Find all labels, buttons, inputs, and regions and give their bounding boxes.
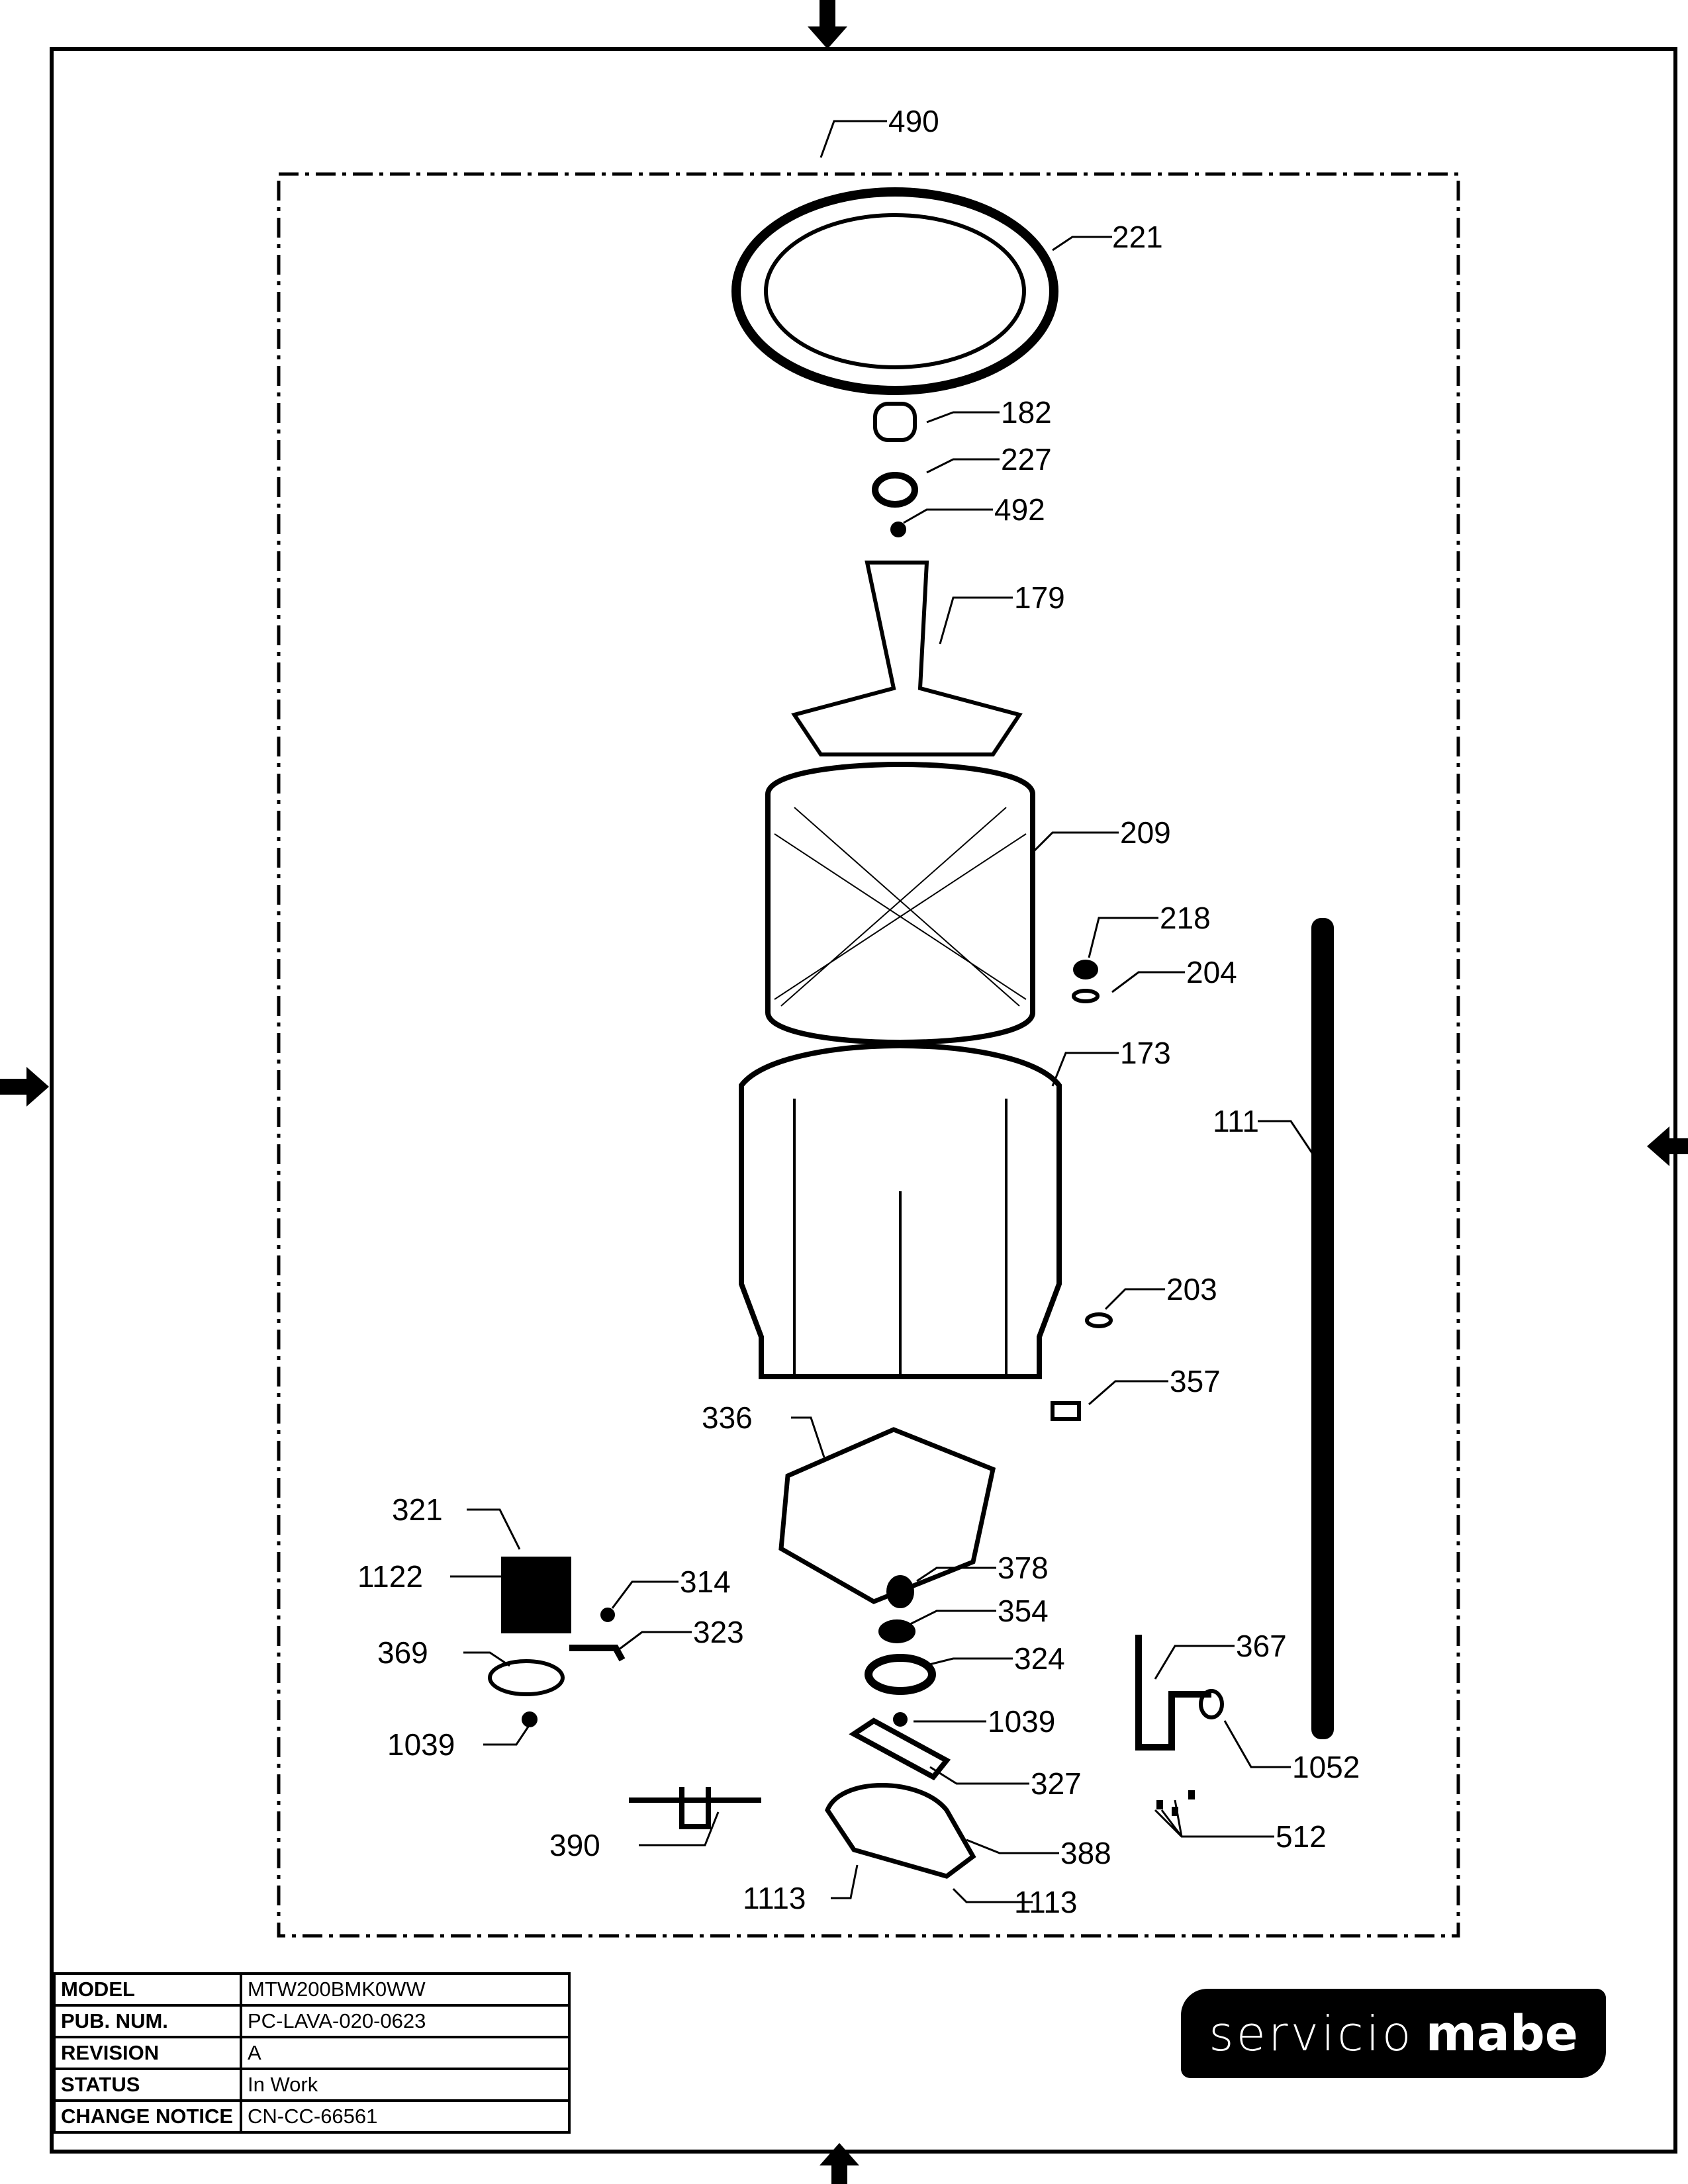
callout-179: 179 bbox=[1014, 580, 1065, 615]
callout-490: 490 bbox=[888, 104, 939, 138]
outer-border bbox=[50, 47, 1677, 2154]
callout-218: 218 bbox=[1160, 901, 1211, 935]
pub-num-value: PC-LAVA-020-0623 bbox=[240, 2004, 571, 2038]
callout-1113-right: 1113 bbox=[1014, 1885, 1078, 1919]
callout-227: 227 bbox=[1001, 442, 1052, 477]
callout-173: 173 bbox=[1120, 1036, 1171, 1070]
part-227-seal bbox=[872, 472, 918, 508]
callout-209: 209 bbox=[1120, 815, 1171, 850]
model-value: MTW200BMK0WW bbox=[240, 1972, 571, 2007]
table-row: PUB. NUM.PC-LAVA-020-0623 bbox=[53, 2004, 571, 2038]
part-204 bbox=[1072, 989, 1100, 1003]
logo-text-mabe: mabe bbox=[1425, 2005, 1578, 2062]
status-value: In Work bbox=[240, 2068, 571, 2102]
arrow-left-icon bbox=[0, 1067, 49, 1107]
arrow-right-icon bbox=[1647, 1126, 1688, 1166]
part-179-agitator bbox=[791, 561, 1023, 756]
callout-357: 357 bbox=[1170, 1364, 1221, 1398]
callout-1122: 1122 bbox=[357, 1559, 423, 1594]
part-369-pulley bbox=[488, 1659, 565, 1696]
row-key: CHANGE NOTICE bbox=[53, 2099, 242, 2134]
part-173-outer-tub bbox=[739, 1043, 1062, 1379]
callout-354: 354 bbox=[998, 1594, 1049, 1628]
part-512-screws bbox=[1156, 1790, 1195, 1816]
callout-390: 390 bbox=[549, 1828, 600, 1862]
part-492-screw bbox=[890, 522, 906, 537]
arrow-bottom-icon bbox=[820, 2143, 859, 2184]
part-1039-clip-left bbox=[522, 1711, 538, 1727]
part-324-pulley bbox=[865, 1654, 936, 1695]
arrow-top-icon bbox=[808, 0, 847, 49]
callout-388: 388 bbox=[1060, 1836, 1111, 1870]
part-314-screw bbox=[600, 1608, 615, 1622]
part-182-bushing bbox=[873, 402, 917, 442]
part-1052 bbox=[1199, 1689, 1224, 1719]
logo-text-servicio: servicio bbox=[1209, 2005, 1414, 2062]
part-390-harness bbox=[629, 1787, 761, 1829]
assembly-boundary bbox=[277, 172, 1460, 1938]
callout-204: 204 bbox=[1186, 955, 1237, 989]
change-notice-value: CN-CC-66561 bbox=[240, 2099, 571, 2134]
part-336-mounting-plate bbox=[778, 1427, 996, 1604]
callout-369: 369 bbox=[377, 1635, 428, 1670]
part-209-basket bbox=[765, 762, 1035, 1045]
callout-1113-left: 1113 bbox=[743, 1881, 806, 1915]
callout-203: 203 bbox=[1166, 1272, 1217, 1306]
part-378 bbox=[886, 1575, 914, 1608]
part-354 bbox=[878, 1619, 915, 1643]
part-327-belt bbox=[849, 1717, 951, 1781]
callout-336: 336 bbox=[702, 1400, 753, 1435]
part-357 bbox=[1051, 1401, 1081, 1421]
callout-1039-left: 1039 bbox=[387, 1727, 455, 1762]
leader-lines bbox=[450, 120, 1319, 1903]
callout-492: 492 bbox=[994, 492, 1045, 527]
part-323-capacitor bbox=[569, 1645, 626, 1662]
part-388-cover bbox=[825, 1783, 976, 1879]
row-key: STATUS bbox=[53, 2068, 242, 2102]
revision-value: A bbox=[240, 2036, 571, 2070]
part-367-pump bbox=[1135, 1635, 1211, 1751]
callout-1052: 1052 bbox=[1292, 1750, 1360, 1784]
callout-182: 182 bbox=[1001, 395, 1052, 430]
part-203 bbox=[1085, 1312, 1113, 1328]
callout-367: 367 bbox=[1236, 1629, 1287, 1663]
callout-512: 512 bbox=[1276, 1819, 1327, 1854]
row-key: PUB. NUM. bbox=[53, 2004, 242, 2038]
part-221-tub-ring bbox=[731, 187, 1058, 395]
callout-378: 378 bbox=[998, 1551, 1049, 1585]
callout-221: 221 bbox=[1112, 220, 1163, 254]
part-321-motor bbox=[501, 1557, 571, 1633]
part-1039-clip-right bbox=[893, 1712, 908, 1727]
callout-327: 327 bbox=[1031, 1766, 1082, 1801]
callout-111: 111 bbox=[1213, 1104, 1259, 1138]
servicio-mabe-logo: servicio mabe bbox=[1181, 1989, 1606, 2078]
part-111-suspension-rod bbox=[1311, 918, 1334, 1739]
callout-323: 323 bbox=[693, 1615, 744, 1649]
callout-314: 314 bbox=[680, 1565, 731, 1599]
callout-1039-right: 1039 bbox=[988, 1704, 1056, 1739]
row-key: REVISION bbox=[53, 2036, 242, 2070]
part-218 bbox=[1073, 960, 1098, 979]
row-key: MODEL bbox=[53, 1972, 242, 2007]
callout-324: 324 bbox=[1014, 1641, 1065, 1676]
callout-321: 321 bbox=[392, 1492, 443, 1527]
